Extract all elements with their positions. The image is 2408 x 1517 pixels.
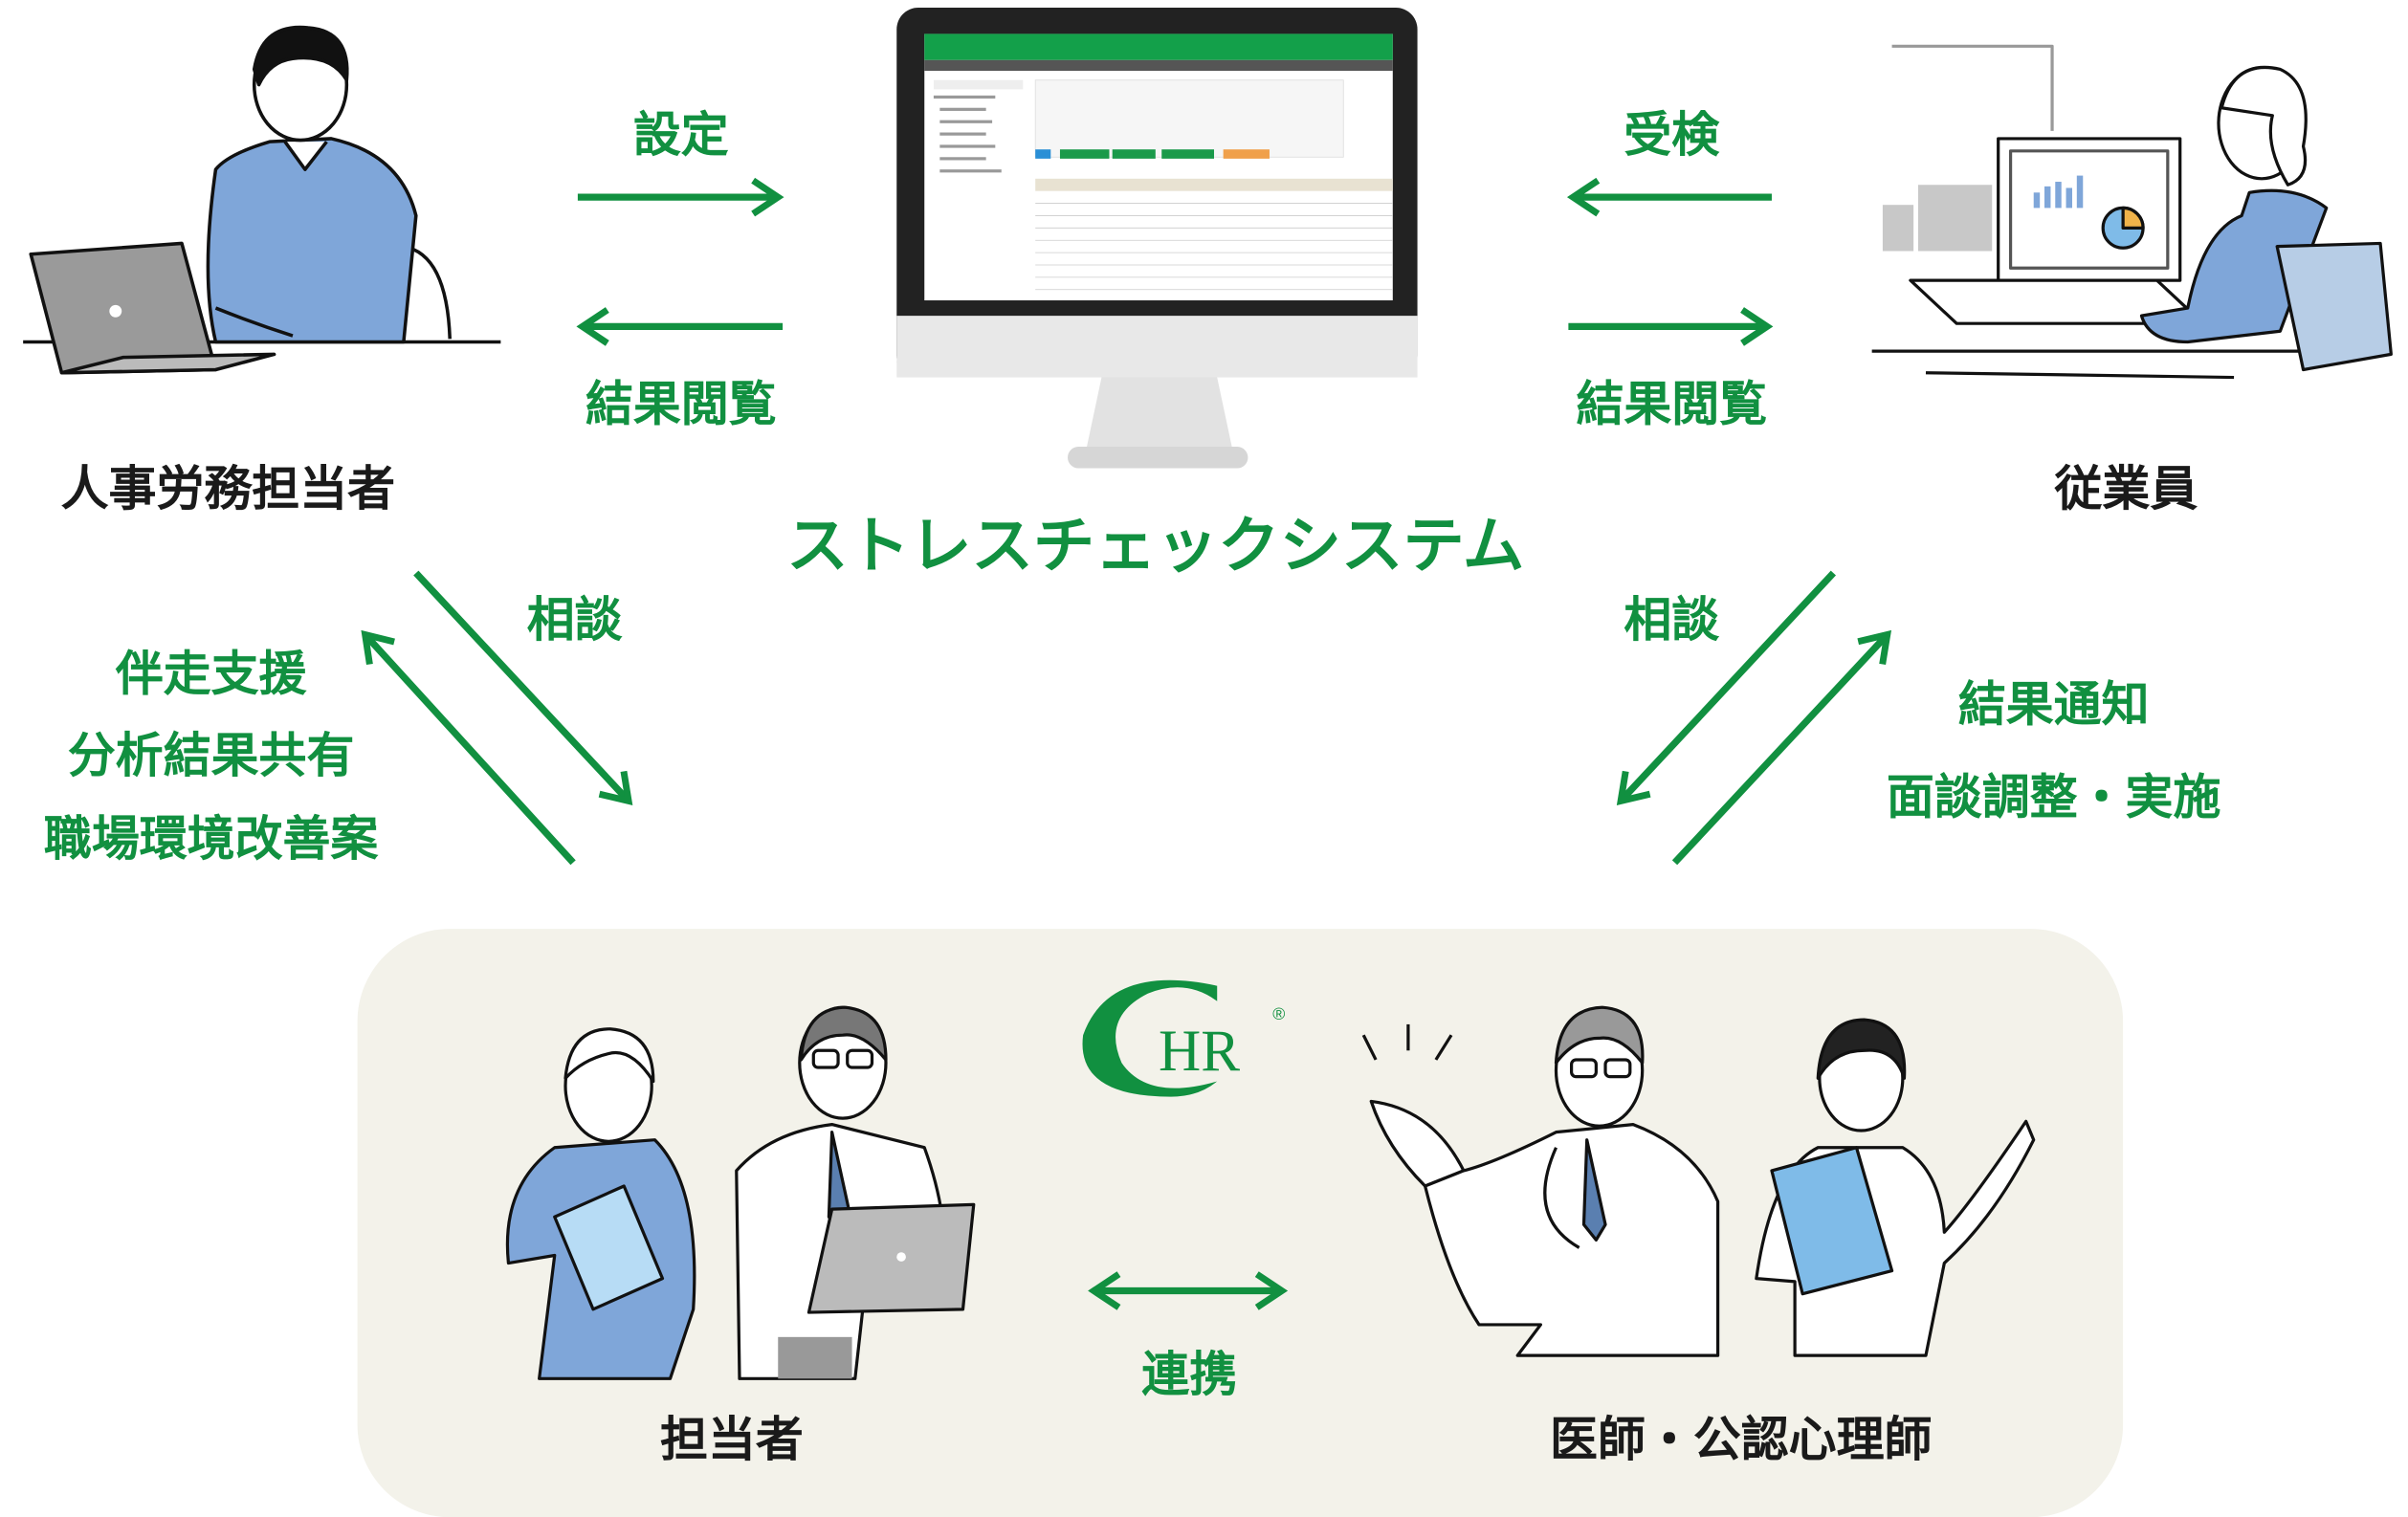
- chr-logo: HR ®: [1082, 979, 1285, 1097]
- actor-employee: 従業員: [2054, 462, 2198, 518]
- label-result-view-employee: 結果閲覧: [1576, 377, 1768, 433]
- staff-illustration: [505, 1005, 976, 1380]
- logo-text: HR: [1159, 1019, 1240, 1084]
- label-hr-consult: 相談: [526, 593, 623, 649]
- arrow-employee-consult: [1616, 570, 1837, 805]
- arrow-support: [361, 629, 576, 866]
- arrow-notify: [1671, 629, 1892, 866]
- label-result-view-hr: 結果閲覧: [585, 377, 777, 433]
- label-support-1: 伴走支援: [115, 647, 307, 703]
- label-support-3: 職場環境改善案: [43, 811, 379, 868]
- label-exam: 受検: [1624, 107, 1720, 164]
- arrow-hr-consult: [413, 570, 633, 805]
- doctor-illustration: [1361, 1005, 2036, 1357]
- label-cooperation: 連携: [1141, 1348, 1238, 1404]
- label-support-2: 分析結果共有: [67, 728, 355, 784]
- actor-doctor: 医師・公認心理師: [1550, 1412, 1933, 1468]
- employee-illustration: [1871, 44, 2393, 380]
- hr-person-illustration: [23, 25, 501, 375]
- actor-hr: 人事労務担当者: [60, 462, 396, 518]
- label-setting: 設定: [632, 107, 729, 164]
- label-result-notice: 結果通知: [1957, 677, 2150, 734]
- actor-staff: 担当者: [660, 1412, 804, 1468]
- label-interview: 面談調整・実施: [1886, 770, 2221, 826]
- system-title: ストレスチェックシステム: [786, 511, 1525, 583]
- logo-registered-mark: ®: [1272, 1004, 1285, 1023]
- monitor-icon: [896, 8, 1418, 469]
- label-employee-consult: 相談: [1624, 593, 1720, 649]
